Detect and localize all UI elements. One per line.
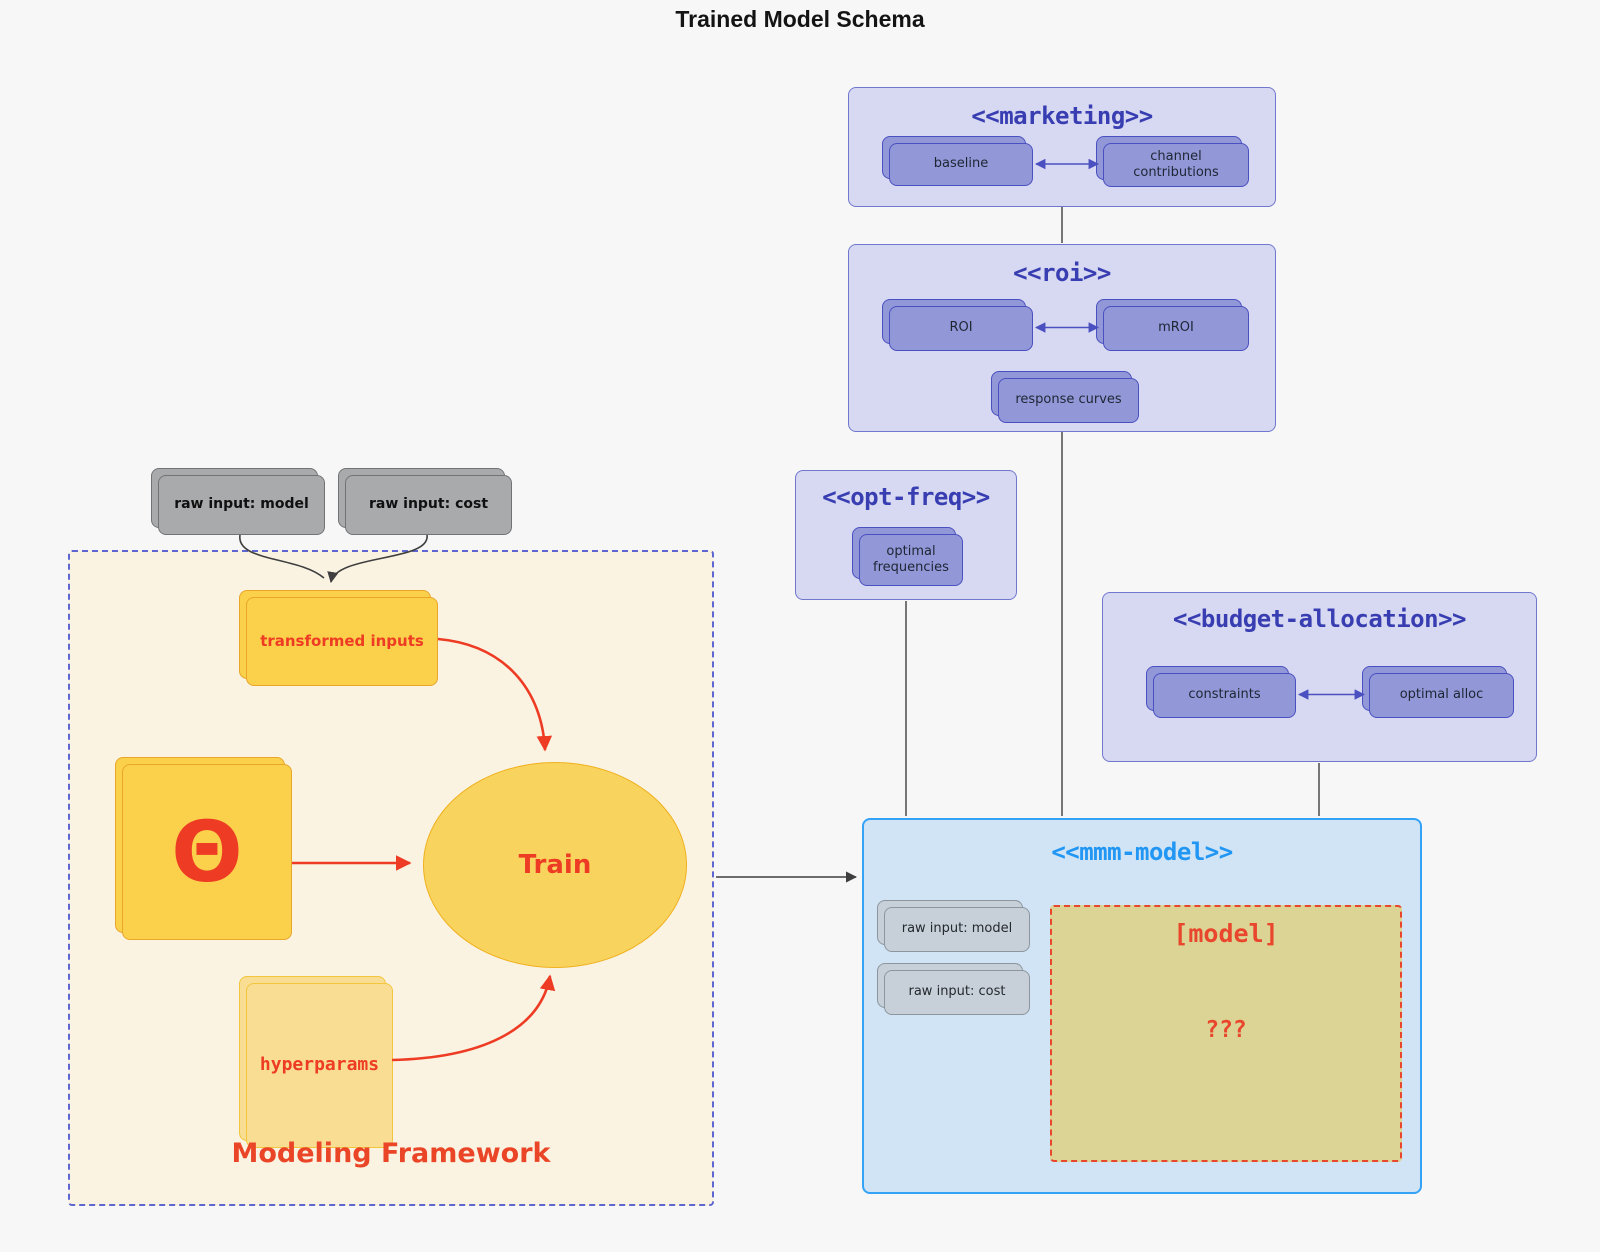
- group-mmm-model: <<mmm-model>> raw input: model raw input…: [862, 818, 1422, 1194]
- node-raw-input-model: raw input: model: [151, 468, 325, 535]
- node-train-label: Train: [518, 850, 592, 880]
- page-title: Trained Model Schema: [675, 6, 925, 32]
- node-theta-label: Θ: [122, 764, 292, 940]
- node-optimal-frequencies-label: optimal frequencies: [859, 534, 963, 586]
- group-opt-freq: <<opt-freq>> optimal frequencies: [795, 470, 1017, 600]
- node-hyperparams: hyperparams: [239, 976, 393, 1148]
- node-transformed-inputs-label: transformed inputs: [246, 597, 438, 686]
- node-response-curves: response curves: [991, 371, 1139, 423]
- node-constraints: constraints: [1146, 666, 1296, 718]
- node-raw-input-model-mmm-label: raw input: model: [884, 907, 1030, 952]
- model-box-question: ???: [1205, 1017, 1247, 1043]
- node-raw-input-model-mmm: raw input: model: [877, 900, 1030, 952]
- group-mmm-model-title: <<mmm-model>>: [1051, 838, 1233, 866]
- node-optimal-alloc-label: optimal alloc: [1369, 673, 1514, 718]
- node-raw-input-cost: raw input: cost: [338, 468, 512, 535]
- node-raw-input-cost-mmm: raw input: cost: [877, 963, 1030, 1015]
- group-budget-allocation: <<budget-allocation>> constraints optima…: [1102, 592, 1537, 762]
- node-optimal-frequencies: optimal frequencies: [852, 527, 963, 586]
- group-roi: <<roi>> ROI mROI response curves: [848, 244, 1276, 432]
- node-baseline-label: baseline: [889, 143, 1033, 186]
- node-theta: Θ: [115, 757, 292, 940]
- node-roi: ROI: [882, 299, 1033, 351]
- node-raw-input-cost-label: raw input: cost: [345, 475, 512, 535]
- node-baseline: baseline: [882, 136, 1033, 186]
- model-box-label: [model]: [1173, 919, 1279, 948]
- node-roi-label: ROI: [889, 306, 1033, 351]
- node-channel-contributions: channel contributions: [1096, 136, 1249, 187]
- group-modeling-framework: transformed inputs Θ Train hyperparams M…: [68, 550, 714, 1206]
- model-placeholder-box: [model] ???: [1050, 905, 1402, 1162]
- group-roi-title: <<roi>>: [1013, 259, 1111, 287]
- node-transformed-inputs: transformed inputs: [239, 590, 438, 686]
- node-mroi-label: mROI: [1103, 306, 1249, 351]
- node-raw-input-model-label: raw input: model: [158, 475, 325, 535]
- group-budget-allocation-title: <<budget-allocation>>: [1173, 605, 1466, 633]
- node-mroi: mROI: [1096, 299, 1249, 351]
- node-optimal-alloc: optimal alloc: [1362, 666, 1514, 718]
- modeling-framework-label: Modeling Framework: [231, 1138, 551, 1169]
- group-opt-freq-title: <<opt-freq>>: [822, 483, 990, 511]
- node-channel-contributions-label: channel contributions: [1103, 143, 1249, 187]
- node-hyperparams-label: hyperparams: [246, 983, 393, 1148]
- node-constraints-label: constraints: [1153, 673, 1296, 718]
- node-train: Train: [423, 762, 687, 968]
- group-marketing: <<marketing>> baseline channel contribut…: [848, 87, 1276, 207]
- node-response-curves-label: response curves: [998, 378, 1139, 423]
- group-marketing-title: <<marketing>>: [971, 102, 1153, 130]
- node-raw-input-cost-mmm-label: raw input: cost: [884, 970, 1030, 1015]
